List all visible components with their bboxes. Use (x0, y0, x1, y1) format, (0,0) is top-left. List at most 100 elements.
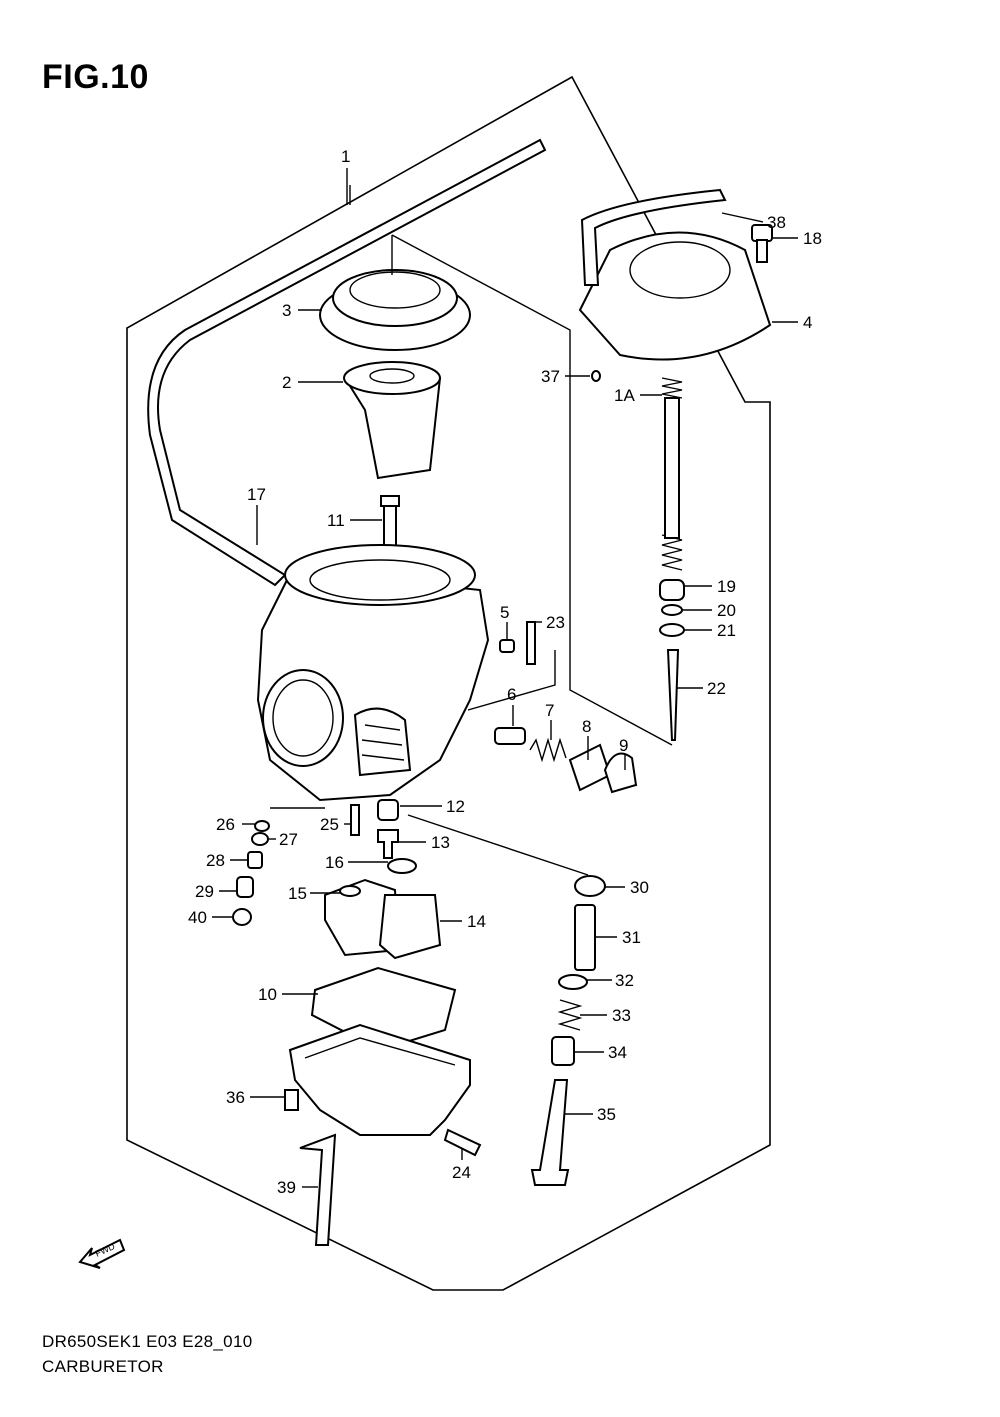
callout-34: 34 (574, 1043, 627, 1062)
svg-text:38: 38 (767, 213, 786, 232)
svg-text:29: 29 (195, 882, 214, 901)
callout-39: 39 (277, 1178, 318, 1197)
oring-16 (387, 858, 417, 874)
callout-9: 9 (619, 736, 628, 770)
svg-text:35: 35 (597, 1105, 616, 1124)
part-26 (254, 820, 270, 832)
jet-13 (377, 829, 399, 859)
svg-text:40: 40 (188, 908, 207, 927)
svg-text:26: 26 (216, 815, 235, 834)
svg-text:19: 19 (717, 577, 736, 596)
guide-lines (270, 185, 673, 876)
callout-36: 36 (226, 1088, 285, 1107)
svg-text:30: 30 (630, 878, 649, 897)
callouts: 1 1A 2 3 4 5 6 7 8 9 10 11 12 13 14 15 1… (188, 147, 822, 1197)
callout-27: 27 (268, 830, 298, 849)
callout-20: 20 (682, 601, 736, 620)
callout-24: 24 (452, 1148, 471, 1182)
cap-9 (603, 752, 638, 794)
svg-text:20: 20 (717, 601, 736, 620)
svg-text:36: 36 (226, 1088, 245, 1107)
callout-32: 32 (587, 971, 634, 990)
diaphragm-3 (319, 269, 471, 351)
hose-39 (299, 1133, 337, 1246)
callout-1A: 1A (614, 386, 662, 405)
svg-text:13: 13 (431, 833, 450, 852)
callout-40: 40 (188, 908, 232, 927)
callout-37: 37 (541, 367, 590, 386)
svg-text:24: 24 (452, 1163, 471, 1182)
screw-31 (574, 904, 596, 971)
svg-text:39: 39 (277, 1178, 296, 1197)
hose-1 (147, 138, 547, 587)
screw-25 (350, 804, 360, 836)
svg-text:17: 17 (247, 485, 266, 504)
callout-3: 3 (282, 301, 322, 320)
spring-1A (661, 377, 683, 571)
callout-18: 18 (772, 229, 822, 248)
section-name: CARBURETOR (42, 1357, 164, 1376)
svg-text:12: 12 (446, 797, 465, 816)
svg-text:1A: 1A (614, 386, 635, 405)
carburetor-body (256, 544, 490, 802)
piston-2 (343, 361, 442, 480)
svg-text:5: 5 (500, 603, 509, 622)
cap-40 (232, 908, 252, 926)
spring-28 (247, 851, 263, 869)
sleeve-34 (551, 1036, 575, 1066)
plunger-6 (494, 727, 526, 745)
svg-text:27: 27 (279, 830, 298, 849)
screw-36 (284, 1089, 299, 1111)
callout-11: 11 (327, 511, 382, 530)
svg-text:34: 34 (608, 1043, 627, 1062)
float-14 (324, 878, 442, 960)
model-code: DR650SEK1 E03 E28_010 (42, 1332, 253, 1351)
nut-30 (574, 875, 606, 897)
callout-26: 26 (216, 815, 256, 834)
holder-19 (659, 579, 685, 601)
callout-4: 4 (772, 313, 812, 332)
svg-text:11: 11 (327, 511, 345, 530)
callout-14: 14 (440, 912, 486, 931)
svg-text:10: 10 (258, 985, 277, 1004)
callout-22: 22 (677, 679, 726, 698)
part-27 (251, 832, 269, 846)
svg-text:33: 33 (612, 1006, 631, 1025)
svg-text:28: 28 (206, 851, 225, 870)
callout-10: 10 (258, 985, 318, 1004)
callout-12: 12 (400, 797, 465, 816)
callout-16: 16 (325, 853, 388, 872)
screw-24 (443, 1128, 482, 1157)
callout-2: 2 (282, 373, 343, 392)
assembly-frame (126, 75, 771, 1291)
fwd-arrow-icon: FWD (78, 1238, 126, 1269)
svg-text:7: 7 (545, 701, 554, 720)
jet-12 (377, 799, 399, 821)
callout-25: 25 (320, 815, 352, 834)
needle-22 (666, 649, 680, 741)
svg-text:21: 21 (717, 621, 736, 640)
svg-text:16: 16 (325, 853, 344, 872)
svg-text:37: 37 (541, 367, 560, 386)
svg-text:23: 23 (546, 613, 565, 632)
oring-32 (558, 974, 588, 990)
screw-29 (236, 876, 254, 898)
callout-6: 6 (507, 685, 516, 726)
callout-33: 33 (580, 1006, 631, 1025)
washer-21 (659, 623, 685, 637)
rod-1A (664, 397, 680, 539)
callout-28: 28 (206, 851, 248, 870)
callout-31: 31 (595, 928, 641, 947)
callout-13: 13 (398, 833, 450, 852)
callout-7: 7 (545, 701, 554, 740)
pin-23 (526, 621, 536, 665)
nut-8 (568, 743, 612, 792)
callout-30: 30 (605, 878, 649, 897)
callout-15: 15 (288, 884, 340, 903)
spring-7 (529, 737, 567, 763)
svg-text:18: 18 (803, 229, 822, 248)
svg-text:22: 22 (707, 679, 726, 698)
callout-19: 19 (684, 577, 736, 596)
screw-18 (751, 224, 773, 263)
